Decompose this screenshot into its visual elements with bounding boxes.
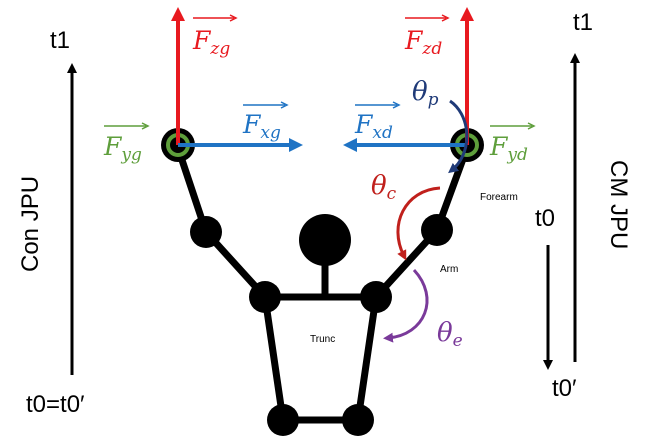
right-shoulder-joint bbox=[360, 281, 392, 313]
trunk-left-side bbox=[261, 293, 287, 424]
left-axis-side-label: Con JPU bbox=[17, 176, 44, 272]
theta-p-label: θp bbox=[412, 77, 439, 110]
svg-text:Fxd: Fxd bbox=[354, 110, 393, 143]
svg-text:Fyg: Fyg bbox=[103, 132, 142, 165]
theta-p-arc bbox=[448, 99, 469, 174]
right-elbow-joint bbox=[421, 214, 453, 246]
right-axis-mid-label: t0 bbox=[535, 205, 555, 232]
force-zd-label: Fzd bbox=[404, 14, 450, 59]
arm-label: Arm bbox=[440, 264, 458, 275]
right-axis-side-label: CM JPU bbox=[605, 160, 632, 249]
left-hip-joint bbox=[267, 404, 299, 436]
left-elbow-joint bbox=[190, 216, 222, 248]
force-yd-label: Fyd bbox=[489, 122, 536, 165]
theta-e-arc bbox=[383, 268, 429, 343]
right-axis-top-label: t1 bbox=[573, 9, 593, 36]
forearm-label: Forearm bbox=[480, 192, 518, 203]
svg-text:Fzg: Fzg bbox=[192, 26, 230, 59]
theta-e-label: θe bbox=[437, 318, 463, 351]
svg-text:Fzd: Fzd bbox=[404, 26, 442, 59]
head bbox=[299, 214, 351, 266]
force-yg-label: Fyg bbox=[103, 122, 150, 165]
left-shoulder-joint bbox=[249, 281, 281, 313]
right-axis-bottom-label: t0′ bbox=[552, 375, 577, 402]
svg-text:Fyd: Fyd bbox=[489, 132, 528, 165]
svg-text:Fxg: Fxg bbox=[242, 110, 281, 143]
trunk-label: Trunc bbox=[310, 334, 335, 345]
left-axis-top-label: t1 bbox=[50, 27, 70, 54]
force-zg-label: Fzg bbox=[192, 14, 238, 59]
left-axis-bottom-label: t0=t0′ bbox=[26, 391, 85, 418]
trunk-right-side bbox=[354, 293, 380, 424]
theta-c-label: θc bbox=[371, 171, 397, 204]
theta-c-arc bbox=[396, 186, 441, 261]
force-xg-label: Fxg bbox=[242, 101, 289, 143]
force-xd-label: Fxd bbox=[354, 101, 401, 143]
right-hip-joint bbox=[342, 404, 374, 436]
